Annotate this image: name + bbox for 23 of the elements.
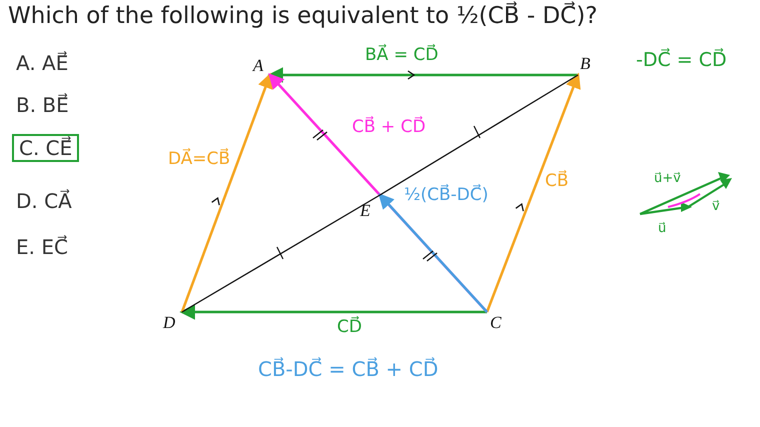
- vector-arrow: [378, 193, 488, 313]
- point-label: D: [163, 314, 176, 333]
- vector-label: v⃗: [712, 200, 720, 214]
- equation-text: -DC⃗ = CD⃗: [636, 50, 727, 71]
- point-label: B: [580, 55, 590, 74]
- answer-option: A. AE⃗: [16, 52, 68, 74]
- equation-text: CB⃗-DC⃗ = CB⃗ + CD⃗: [258, 358, 438, 380]
- vector-label: u⃗: [658, 222, 666, 236]
- vector-arrow: [179, 304, 487, 320]
- diagonal-line: [182, 194, 380, 313]
- answer-option: E. EC⃗: [16, 236, 68, 258]
- point-label: A: [253, 57, 264, 76]
- question-text: Which of the following is equivalent to ½(CB⃗ - DC⃗)?: [8, 4, 598, 30]
- vector-arrow: [486, 72, 581, 312]
- point-label: E: [360, 202, 370, 221]
- vector-arrow: [180, 72, 273, 312]
- point-label: C: [490, 314, 502, 333]
- answer-option: B. BE⃗: [16, 94, 69, 116]
- vector-arrow: [267, 67, 578, 83]
- answer-option: D. CA⃗: [16, 190, 72, 212]
- answer-option: C. CE⃗: [12, 134, 80, 162]
- vector-label: u⃗+v⃗: [654, 172, 681, 186]
- diagonal-line: [380, 74, 578, 196]
